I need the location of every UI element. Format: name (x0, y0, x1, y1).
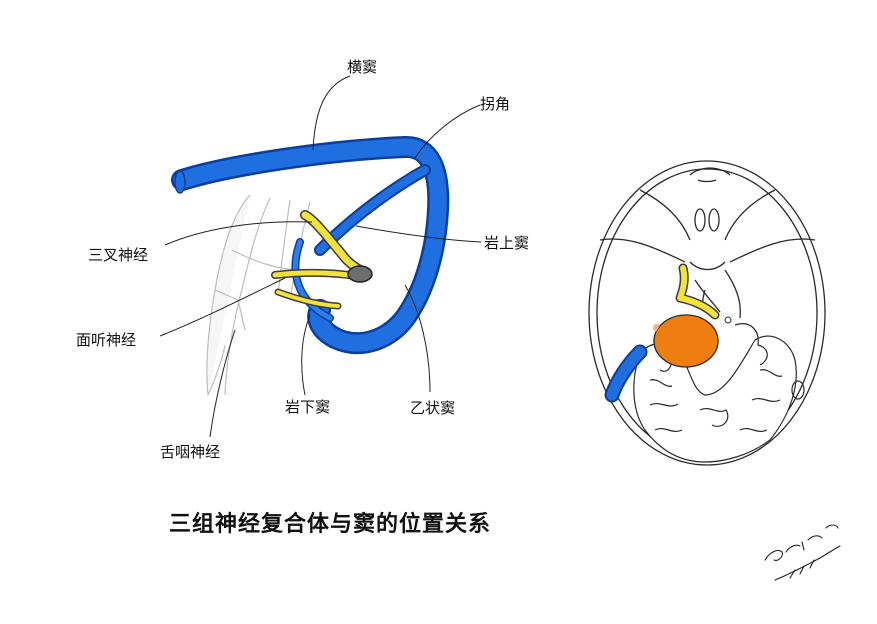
glossopharyngeal-nerve-drawing (274, 288, 342, 310)
label-transverse-sinus: 横窦 (347, 58, 378, 76)
figure-caption: 三组神经复合体与窦的位置关系 (168, 512, 491, 537)
tumor (653, 314, 732, 368)
axial-trigeminal-nerve (675, 263, 720, 320)
skull-outer-outline (588, 160, 826, 466)
label-superior-petrosal-sinus: 岩上窦 (484, 234, 530, 252)
right-petrous-foramen (791, 380, 805, 400)
label-facial-acoustic-nerve: 面听神经 (76, 331, 137, 349)
label-sigmoid-angle: 拐角 (480, 95, 511, 113)
axial-sigmoid-sinus (604, 344, 648, 403)
label-inferior-petrosal-sinus: 岩下窦 (285, 398, 331, 416)
transverse-sigmoid-sinus (171, 136, 450, 355)
leader-lines (159, 75, 482, 438)
superior-petrosal-sinus (314, 164, 431, 256)
label-trigeminal-nerve: 三叉神经 (88, 246, 149, 264)
signature-handwriting (764, 524, 841, 581)
internal-acoustic-meatus (347, 265, 373, 283)
inferior-petrosal-sinus (291, 238, 334, 322)
label-sigmoid-sinus: 乙状窦 (410, 399, 456, 417)
label-glossopharyngeal-nerve: 舌咽神经 (160, 443, 221, 461)
facial-acoustic-nerve-drawing (271, 268, 360, 280)
